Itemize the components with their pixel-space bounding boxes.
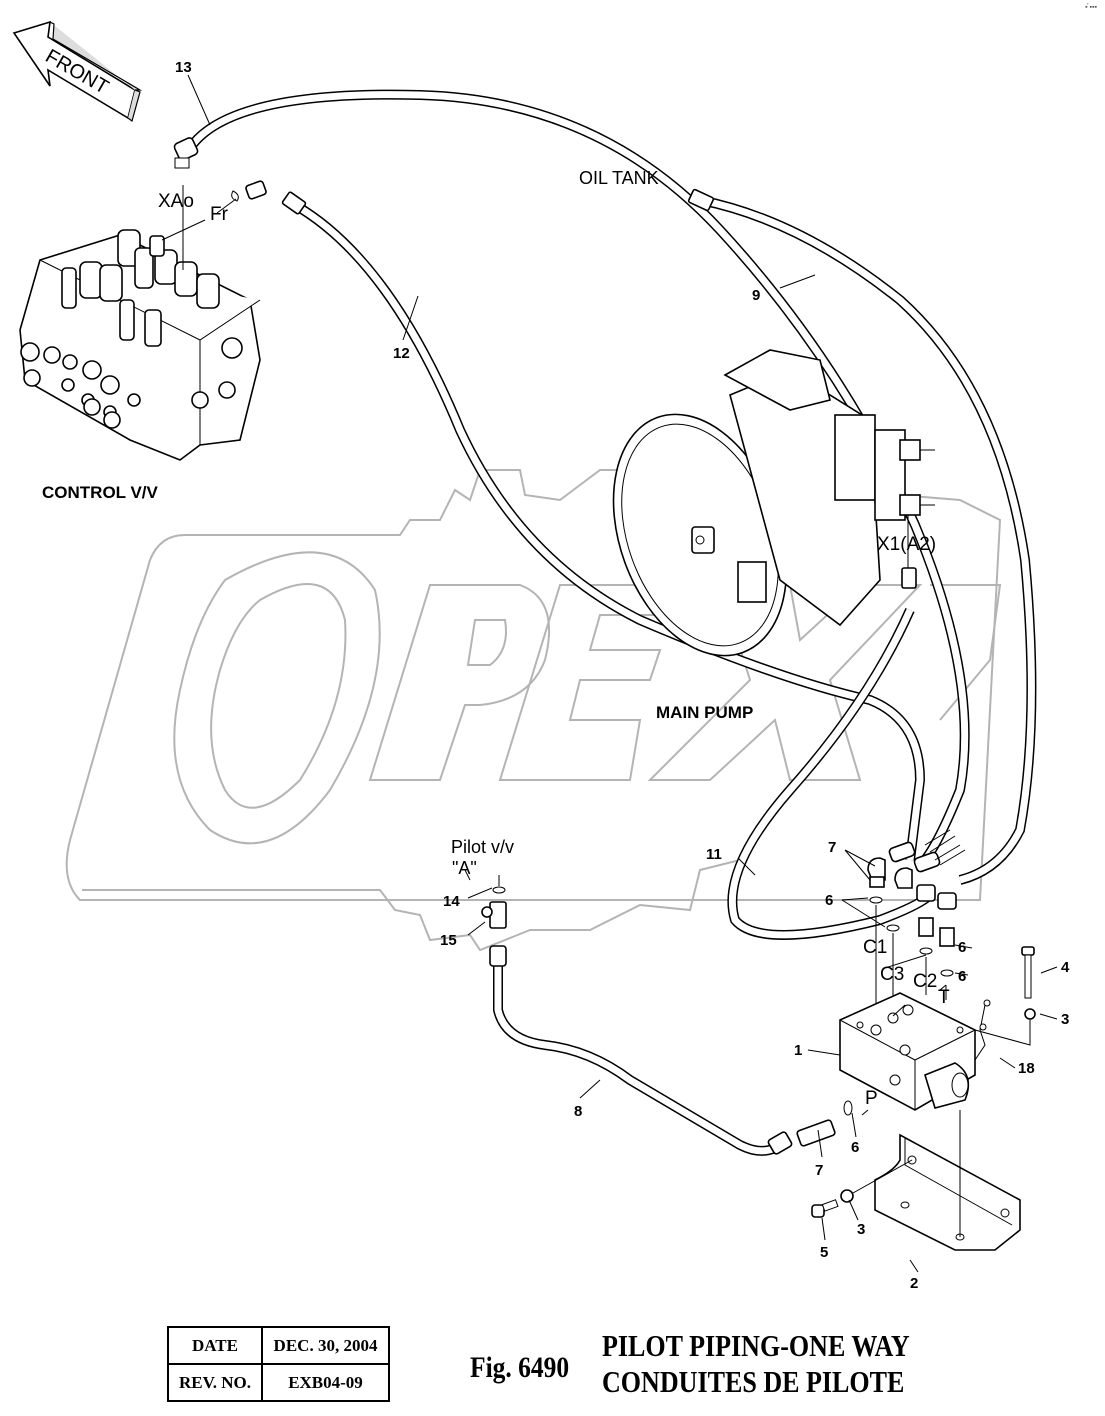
callout-18: 18: [1018, 1060, 1035, 1077]
port-c3-label: C3: [880, 964, 904, 985]
front-direction-arrow: FRONT: [12, 20, 143, 123]
title-block-row-rev: REV. NO. EXB04-09: [167, 1363, 390, 1402]
callout-17: 13: [175, 59, 192, 76]
callout-9: 7: [828, 839, 836, 856]
port-t-label: T: [938, 987, 950, 1008]
callout-8: 7: [815, 1162, 823, 1179]
callout-4: 4: [1061, 959, 1070, 976]
callout-6-upper: 6: [825, 892, 833, 909]
callout-numbers: 13 12 9 11 7 6 6 6 4 3 1 18 8 6 7 3 5 2 …: [175, 59, 1070, 1292]
pilot-valve-sub-label: "A": [452, 858, 477, 878]
rev-value: EXB04-09: [261, 1363, 390, 1402]
fittings-cluster: [867, 829, 966, 1040]
component-labels: CONTROL V/V OIL TANK MAIN PUMP Pilot v/v…: [42, 168, 753, 878]
port-x1a2-label: X1(A2): [877, 534, 936, 555]
control-valve-illustration: [19, 180, 267, 461]
bracket-2: [874, 1110, 1021, 1251]
port-labels: XAo Fr X1(A2) C1 C3 C2 T P: [158, 191, 950, 1109]
pilot-valve-adapter-12: [481, 875, 507, 929]
hose-15: [727, 567, 934, 940]
rev-label: REV. NO.: [167, 1363, 263, 1402]
figure-title: PILOT PIPING-ONE WAY CONDUITES DE PILOTE: [602, 1328, 910, 1400]
main-pump-label: MAIN PUMP: [656, 703, 753, 722]
oil-tank-label: OIL TANK: [579, 168, 659, 188]
callout-13: 8: [574, 1103, 582, 1120]
callout-6-right: 6: [958, 968, 966, 985]
adapter-8: [796, 1100, 853, 1147]
callout-16: 12: [393, 345, 410, 362]
callout-15: 11: [706, 846, 722, 863]
callout-1: 1: [794, 1042, 802, 1059]
callout-2: 2: [910, 1275, 918, 1292]
corner-mark: ▪̊ ▪▪▪: [1085, 4, 1097, 11]
control-valve-ports: [20, 337, 243, 429]
port-p-label: P: [865, 1088, 878, 1109]
callout-5: 5: [820, 1244, 828, 1261]
hose-17: [173, 89, 970, 863]
callout-6-lower: 6: [851, 1139, 859, 1156]
callout-3-lower: 3: [857, 1221, 865, 1238]
date-value: DEC. 30, 2004: [261, 1326, 390, 1365]
port-xao-label: XAo: [158, 191, 194, 212]
wire-18: [974, 999, 991, 1061]
title-block-table: DATE DEC. 30, 2004 REV. NO. EXB04-09: [167, 1326, 390, 1402]
callout-12: 15: [440, 932, 457, 949]
port-c2-label: C2: [913, 971, 937, 992]
port-fr-label: Fr: [210, 204, 229, 225]
control-valve-label: CONTROL V/V: [42, 483, 159, 502]
hose-16: [281, 191, 926, 861]
bolt-5-assembly: [811, 1159, 913, 1218]
pilot-valve-label: Pilot v/v: [451, 837, 514, 857]
hose-14: [687, 188, 1037, 885]
callout-3-upper: 3: [1061, 1011, 1069, 1028]
main-pump-illustration: [612, 349, 935, 657]
port-c1-label: C1: [863, 937, 887, 958]
figure-number: Fig. 6490: [470, 1351, 570, 1384]
figure-title-en: PILOT PIPING-ONE WAY: [602, 1328, 910, 1363]
pilot-block-1: [839, 992, 976, 1111]
callout-11: 14: [443, 893, 460, 910]
hose-13: [489, 945, 793, 1156]
title-block-row-date: DATE DEC. 30, 2004: [167, 1326, 390, 1365]
bolt-4-assembly: [974, 946, 1036, 1046]
callout-7: 6: [958, 939, 966, 956]
figure-title-fr: CONDUITES DE PILOTE: [602, 1364, 905, 1399]
date-label: DATE: [167, 1326, 263, 1365]
leader-lines: [187, 74, 1058, 1273]
callout-14: 9: [752, 287, 760, 304]
control-valve-caps: [61, 229, 220, 347]
